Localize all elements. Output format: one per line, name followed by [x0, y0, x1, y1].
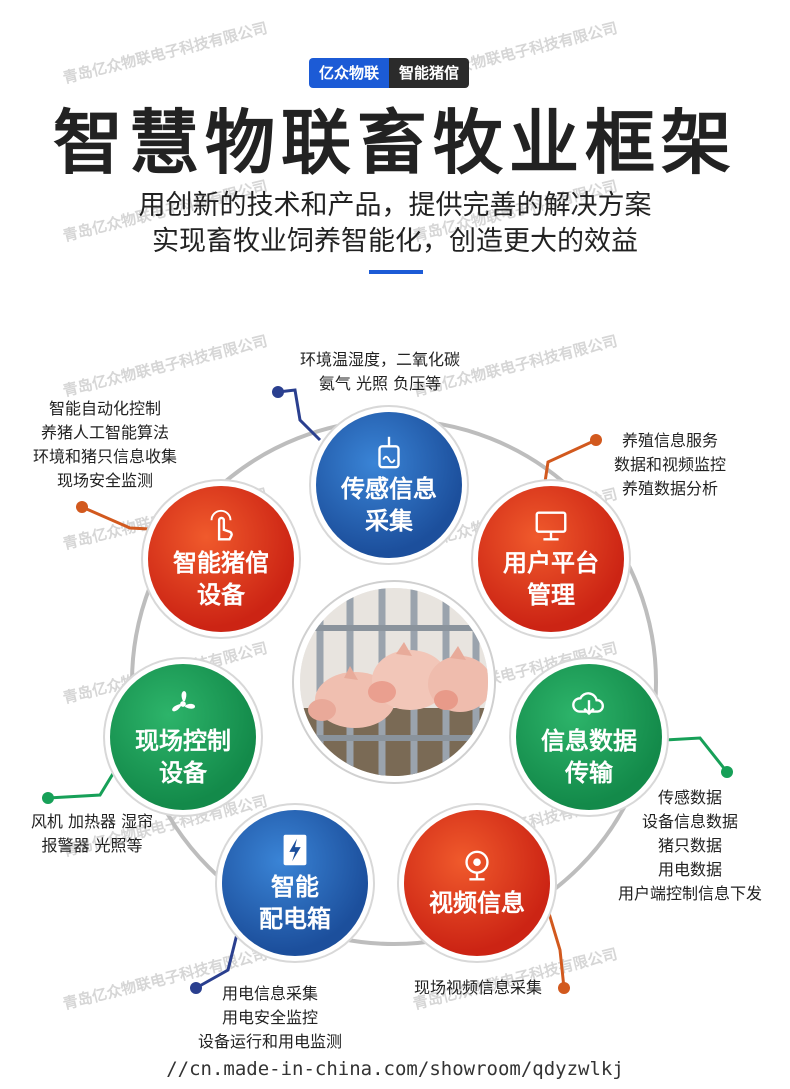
footer-url: //cn.made-in-china.com/showroom/qdyzwlkj [166, 1058, 624, 1080]
notes-sensor: 环境温湿度，二氧化碳 氨气 光照 负压等 [270, 348, 490, 396]
product-tag: 智能猪倌 [389, 58, 470, 88]
note-line: 用户端控制信息下发 [617, 884, 762, 903]
note-line: 传感数据 [657, 788, 722, 807]
node-device: 智能猪倌 设备 [148, 486, 294, 632]
node-transfer-line1: 信息数据 [541, 727, 637, 755]
node-platform: 用户平台 管理 [478, 486, 624, 632]
node-platform-line1: 用户平台 [503, 549, 599, 577]
node-device-line2: 设备 [197, 581, 245, 609]
leader-video [546, 909, 566, 989]
notes-transfer: 传感数据 设备信息数据 猪只数据 用电数据 用户端控制信息下发 [600, 786, 780, 906]
fan-icon [172, 691, 195, 712]
node-control: 现场控制 设备 [110, 664, 256, 810]
note-line: 用电信息采集 [221, 984, 318, 1003]
monitor-icon [535, 511, 567, 541]
node-transfer-line2: 传输 [565, 759, 613, 787]
note-line: 设备信息数据 [641, 812, 738, 831]
pigs-photo [300, 588, 488, 776]
notes-video: 现场视频信息采集 [398, 976, 558, 1000]
note-line: 养猪人工智能算法 [40, 423, 169, 442]
leader-dot-device [76, 501, 88, 513]
leader-sensor [277, 388, 322, 442]
leader-transfer [664, 736, 729, 773]
subtitle-line-1: 用创新的技术和产品，提供完善的解决方案 [138, 190, 652, 221]
note-line: 数据和视频监控 [613, 455, 726, 474]
leader-platform [543, 438, 597, 483]
leader-dot-video [558, 982, 570, 994]
note-line: 风机 加热器 湿帘 [30, 812, 154, 831]
note-line: 用电数据 [657, 860, 722, 879]
node-video: 视频信息 [404, 810, 550, 956]
node-sensor: 传感信息 采集 [316, 412, 462, 558]
page-title: 智慧物联畜牧业框架 [53, 102, 737, 184]
node-transfer: 信息数据 传输 [516, 664, 662, 810]
note-line: 环境和猪只信息收集 [32, 447, 177, 466]
leader-dot-power [190, 982, 202, 994]
note-line: 设备运行和用电监测 [197, 1032, 342, 1051]
notes-control: 风机 加热器 湿帘 报警器 光照等 [12, 810, 172, 858]
leader-control [47, 771, 116, 800]
leader-dot-transfer [721, 766, 733, 778]
touch-icon [210, 509, 233, 541]
notes-power: 用电信息采集 用电安全监控 设备运行和用电监测 [180, 982, 360, 1054]
note-line: 智能自动化控制 [48, 399, 161, 418]
node-video-line1: 视频信息 [429, 889, 525, 917]
note-line: 养殖信息服务 [621, 431, 718, 450]
node-device-line1: 智能猪倌 [173, 549, 269, 577]
node-sensor-line1: 传感信息 [341, 475, 437, 503]
notes-platform: 养殖信息服务 数据和视频监控 养殖数据分析 [595, 429, 745, 501]
notes-device: 智能自动化控制 养猪人工智能算法 环境和猪只信息收集 现场安全监测 [10, 397, 200, 493]
node-power: 智能 配电箱 [222, 810, 368, 956]
node-platform-line2: 管理 [527, 581, 575, 609]
node-power-line1: 智能 [271, 873, 319, 901]
note-line: 环境温湿度，二氧化碳 [299, 350, 460, 369]
note-line: 用电安全监控 [221, 1008, 318, 1027]
sensor-icon [378, 436, 400, 469]
node-sensor-line2: 采集 [365, 507, 413, 535]
subtitle-line-2: 实现畜牧业饲养智能化，创造更大的效益 [152, 226, 638, 257]
node-control-line1: 现场控制 [135, 727, 231, 755]
node-power-line2: 配电箱 [259, 905, 331, 933]
leader-dot-sensor [272, 386, 284, 398]
note-line: 氨气 光照 负压等 [318, 374, 442, 393]
leader-dot-platform [590, 434, 602, 446]
cloud-download-icon [572, 692, 604, 716]
camera-icon [465, 850, 489, 881]
brand-tag: 亿众物联 [309, 58, 390, 88]
leader-power [195, 929, 240, 990]
note-line: 报警器 光照等 [41, 836, 143, 855]
header-tags: 亿众物联 智能猪倌 [309, 58, 470, 88]
title-underline [369, 270, 423, 274]
power-icon [283, 834, 307, 866]
note-line: 猪只数据 [657, 836, 722, 855]
note-line: 现场安全监测 [56, 471, 153, 490]
leader-dot-control [42, 792, 54, 804]
node-control-line2: 设备 [159, 759, 207, 787]
note-line: 养殖数据分析 [621, 479, 718, 498]
note-line: 现场视频信息采集 [413, 978, 542, 997]
